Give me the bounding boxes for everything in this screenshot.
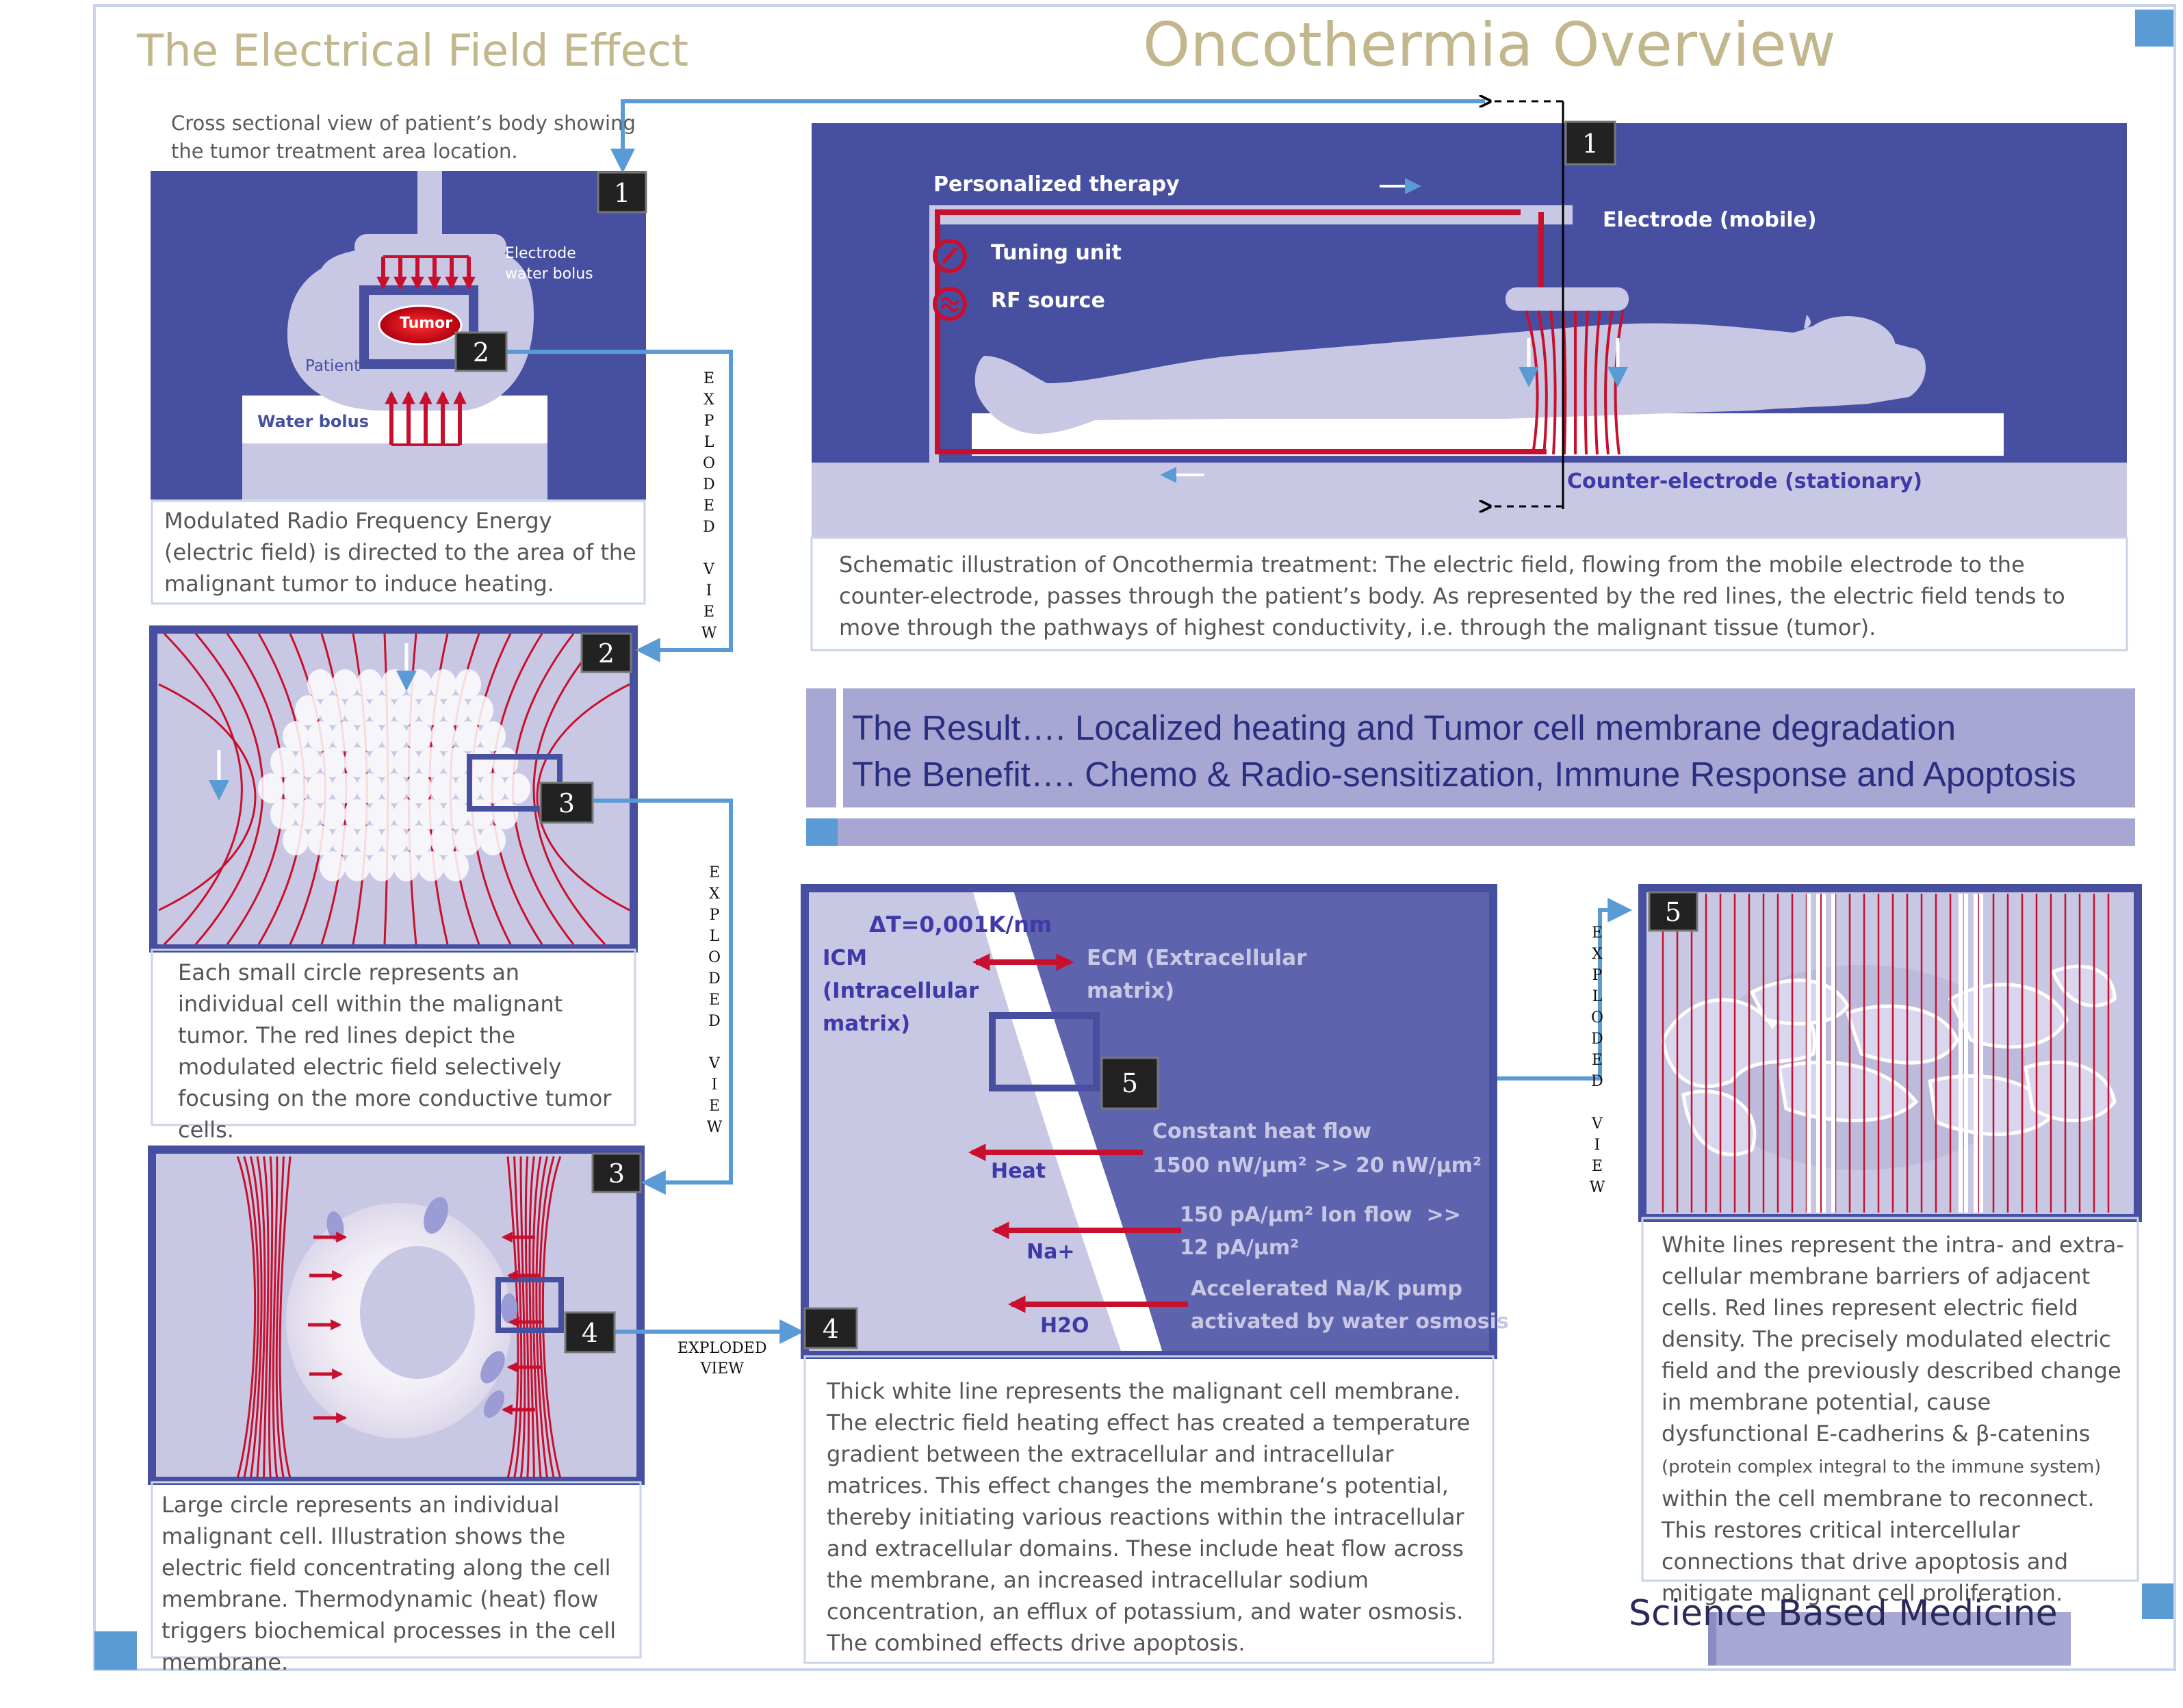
svg-text:2: 2: [598, 638, 615, 669]
exploded-view-label-3: E X P L O D E D V I E W: [1589, 924, 1605, 1196]
panel5-desc-part2: within the cell membrane to reconnect. T…: [1662, 1486, 2095, 1606]
marker-5-panel5: 5: [1648, 891, 1698, 932]
panel1-desc-box: [151, 500, 646, 605]
marker-1-schematic: 1: [1564, 120, 1616, 166]
svg-text:3: 3: [558, 788, 575, 818]
panel5-desc-small: (protein complex integral to the immune …: [1662, 1457, 2102, 1477]
marker-2-panel1: 2: [454, 331, 508, 372]
svg-text:5: 5: [1665, 897, 1681, 927]
main-title: Oncothermia Overview: [1143, 10, 1836, 80]
panel4-description: Thick white line represents the malignan…: [827, 1378, 1471, 1656]
panel1-description: Modulated Radio Frequency Energy (electr…: [164, 508, 636, 597]
panel4-desc-box: [803, 1355, 1495, 1664]
svg-text:2: 2: [473, 337, 489, 367]
result-line: The Result…. Localized heating and Tumor…: [852, 708, 1956, 747]
label-patient: Patient: [305, 357, 361, 375]
svg-text:4: 4: [823, 1314, 839, 1344]
footer-band: [1716, 1612, 2071, 1666]
footer-label: Science Based Medicine: [1629, 1593, 2058, 1634]
label-na: Na+: [1026, 1240, 1075, 1264]
label-h2o: H2O: [1040, 1314, 1089, 1338]
result-text: The Result…. Localized heating and Tumor…: [852, 705, 2076, 798]
label-heat: Heat: [991, 1159, 1046, 1183]
marker-4-panel4: 4: [803, 1307, 858, 1349]
panel3-description: Large circle represents an individual ma…: [162, 1492, 617, 1675]
schematic-desc-box: [810, 536, 2128, 651]
panel5-figure: [1638, 884, 2142, 1222]
panel1-figure: [151, 171, 646, 500]
result-band: [806, 688, 2135, 846]
marker-2-panel2: 2: [580, 632, 632, 673]
label-icm: ICM (Intracellular matrix): [823, 946, 979, 1036]
panel5-description: White lines represent the intra- and ext…: [1662, 1229, 2132, 1609]
marker-3-panel3: 3: [591, 1152, 642, 1193]
benefit-line: The Benefit…. Chemo & Radio-sensitizatio…: [852, 755, 2076, 794]
panel2-description: Each small circle represents an individu…: [178, 959, 612, 1143]
label-personalized-therapy: Personalized therapy: [933, 172, 1180, 196]
label-delta-t: ΔT=0,001K/nm: [869, 911, 1052, 937]
page-frame: [93, 4, 2176, 1671]
label-ecm: ECM (Extracellular matrix): [1087, 946, 1307, 1003]
label-electrode-bolus: Electrode water bolus: [505, 245, 593, 283]
label-counter-electrode: Counter-electrode (stationary): [1567, 469, 1923, 493]
schematic-description: Schematic illustration of Oncothermia tr…: [839, 552, 2065, 640]
svg-text:1: 1: [1582, 129, 1599, 159]
svg-text:5: 5: [1122, 1068, 1138, 1098]
marker-4-panel3: 4: [564, 1311, 616, 1354]
panel3-figure: [148, 1146, 645, 1485]
panel2-desc-box: [151, 948, 636, 1126]
panel3-desc-box: [151, 1481, 642, 1659]
marker-3-panel2: 3: [539, 781, 594, 824]
tumor-ellipse: [378, 305, 463, 346]
label-constant-heat: Constant heat flow: [1152, 1120, 1371, 1143]
corner-square-bottom-right: [2142, 1583, 2173, 1619]
label-water-bolus: Water bolus: [257, 412, 370, 431]
marker-5-panel4: 5: [1100, 1057, 1159, 1110]
panel1-caption: Cross sectional view of patient’s body s…: [171, 112, 636, 163]
label-heat-values: 1500 nW/µm² >> 20 nW/µm²: [1152, 1154, 1482, 1178]
label-ion-flow: 150 pA/µm² Ion flow >> 12 pA/µm²: [1180, 1203, 1461, 1260]
label-rf-source: RF source: [991, 289, 1105, 313]
svg-text:1: 1: [614, 178, 630, 208]
svg-text:4: 4: [582, 1318, 598, 1348]
corner-square-bottom-left: [94, 1631, 137, 1670]
exploded-view-label-1: E X P L O D E D V I E W: [701, 370, 717, 642]
label-na-k-pump: Accelerated Na/K pump activated by water…: [1191, 1277, 1509, 1334]
footer-band-edge: [1708, 1612, 1716, 1666]
exploded-view-label-4: EXPLODED VIEW: [677, 1340, 767, 1377]
label-tuning-unit: Tuning unit: [991, 241, 1122, 265]
marker-1-left: 1: [597, 171, 647, 214]
panel5-desc-box: [1641, 1217, 2139, 1582]
left-title: The Electrical Field Effect: [137, 26, 689, 77]
corner-square-top-right: [2135, 10, 2173, 47]
label-tumor: Tumor: [400, 315, 453, 332]
schematic-figure: [812, 123, 2127, 538]
exploded-view-label-2: E X P L O D E D V I E W: [706, 864, 723, 1136]
label-electrode-mobile: Electrode (mobile): [1603, 208, 1817, 232]
panel4-figure: [801, 884, 1497, 1359]
panel5-desc-part1: White lines represent the intra- and ext…: [1662, 1232, 2124, 1447]
svg-text:3: 3: [608, 1159, 625, 1189]
